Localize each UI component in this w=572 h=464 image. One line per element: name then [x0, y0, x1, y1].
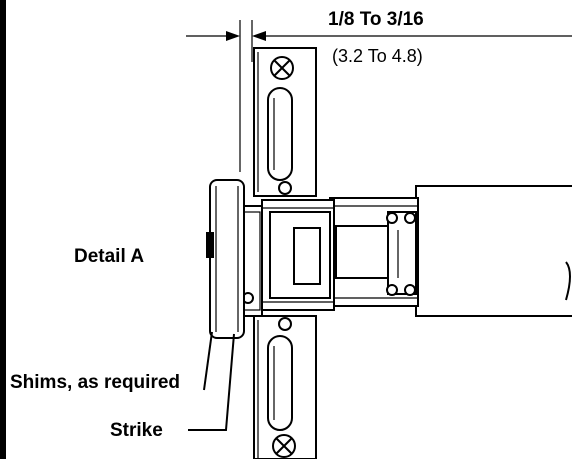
- strike-plate: [206, 179, 245, 339]
- shims-callout: Shims, as required: [10, 331, 213, 393]
- dimension-metric: (3.2 To 4.8): [332, 46, 423, 66]
- strike-label: Strike: [110, 420, 163, 441]
- rivet-icon: [278, 317, 292, 331]
- latch-housing: [261, 199, 335, 311]
- latch-mechanism: [329, 197, 419, 307]
- left-border-strip: [0, 0, 6, 459]
- dimension-imperial: 1/8 To 3/16: [328, 9, 424, 30]
- shims-label: Shims, as required: [10, 372, 180, 393]
- dimension-callout: 1/8 To 3/16 (3.2 To 4.8): [186, 9, 572, 172]
- latch-bolt-window: [293, 227, 321, 285]
- lower-slot: [267, 335, 293, 431]
- strike-callout: Strike: [110, 333, 235, 441]
- screw-head-icon: [272, 434, 296, 458]
- upper-slot: [267, 87, 293, 181]
- upper-mounting-plate: [253, 47, 317, 197]
- detail-label: Detail A: [74, 246, 144, 267]
- rivet-icon: [278, 181, 292, 195]
- door-frame: [415, 185, 572, 317]
- screw-head-icon: [270, 56, 294, 80]
